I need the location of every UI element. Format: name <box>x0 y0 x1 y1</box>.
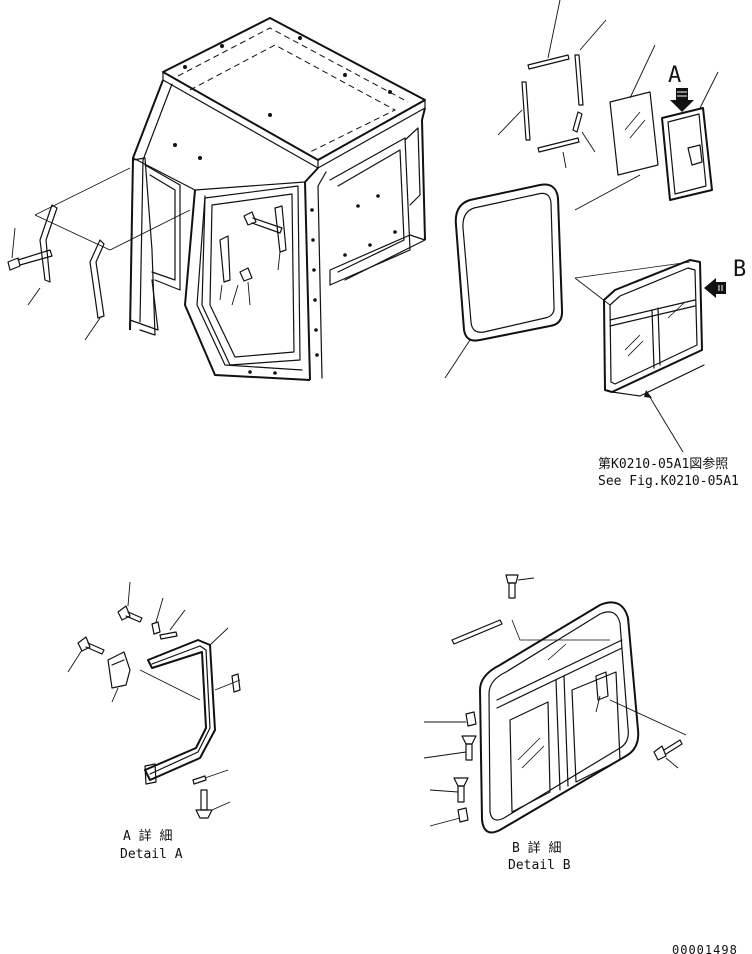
detail-a-marker: A <box>668 63 681 88</box>
screw-icon <box>453 777 469 803</box>
sliding-window-b <box>574 259 705 397</box>
reference-line <box>139 669 201 701</box>
glass-pane-small <box>609 91 659 176</box>
leader-lines-left <box>11 227 281 341</box>
window-seal <box>444 183 564 379</box>
bolt-icon <box>239 211 283 282</box>
clip <box>457 807 469 823</box>
screw-icon <box>195 789 213 819</box>
screw-icon <box>461 735 477 761</box>
bolt-icon <box>117 605 143 623</box>
shim <box>159 631 178 640</box>
seal-strip <box>451 619 503 645</box>
reference-line <box>511 619 610 641</box>
grab-handle-left <box>39 204 105 319</box>
detail-a-drawing <box>67 581 241 819</box>
leader-lines-glass <box>497 0 719 211</box>
door-handle <box>219 205 287 283</box>
screw-icon <box>505 574 519 599</box>
cab-frame <box>34 17 426 381</box>
sliding-window-frame-b <box>479 601 640 834</box>
spacer <box>231 673 241 693</box>
view-direction-arrow-icon <box>670 88 694 112</box>
glass-strips <box>521 54 584 153</box>
detail-b-caption-en: Detail B <box>508 858 571 873</box>
view-direction-arrow-icon <box>704 278 726 298</box>
arrowhead <box>644 390 652 398</box>
reference-en: See Fig.K0210-05A1 <box>598 474 739 489</box>
leader-lines-detail-b <box>423 577 687 827</box>
figure-number: 00001498 <box>672 943 738 954</box>
bolt-icon <box>7 249 53 271</box>
detail-b-marker: B <box>733 257 746 282</box>
frame-strip-a <box>144 639 216 785</box>
bracket-detail <box>111 659 125 666</box>
detail-a-caption-jp: A 詳 細 <box>123 828 172 844</box>
bolt-icon <box>77 636 105 655</box>
washer <box>192 775 207 785</box>
leader-lines-detail-a <box>67 581 241 811</box>
reference-jp: 第K0210-05A1図参照 <box>598 456 728 472</box>
bracket <box>107 651 131 689</box>
bolt-icon <box>653 739 683 761</box>
detail-b-drawing <box>423 574 687 834</box>
reference-leader <box>647 393 684 453</box>
detail-b-caption-jp: B 詳 細 <box>512 840 561 856</box>
clip <box>465 711 477 727</box>
window-frame-a <box>661 107 713 201</box>
detail-a-caption-en: Detail A <box>120 847 183 862</box>
clip <box>151 621 161 635</box>
